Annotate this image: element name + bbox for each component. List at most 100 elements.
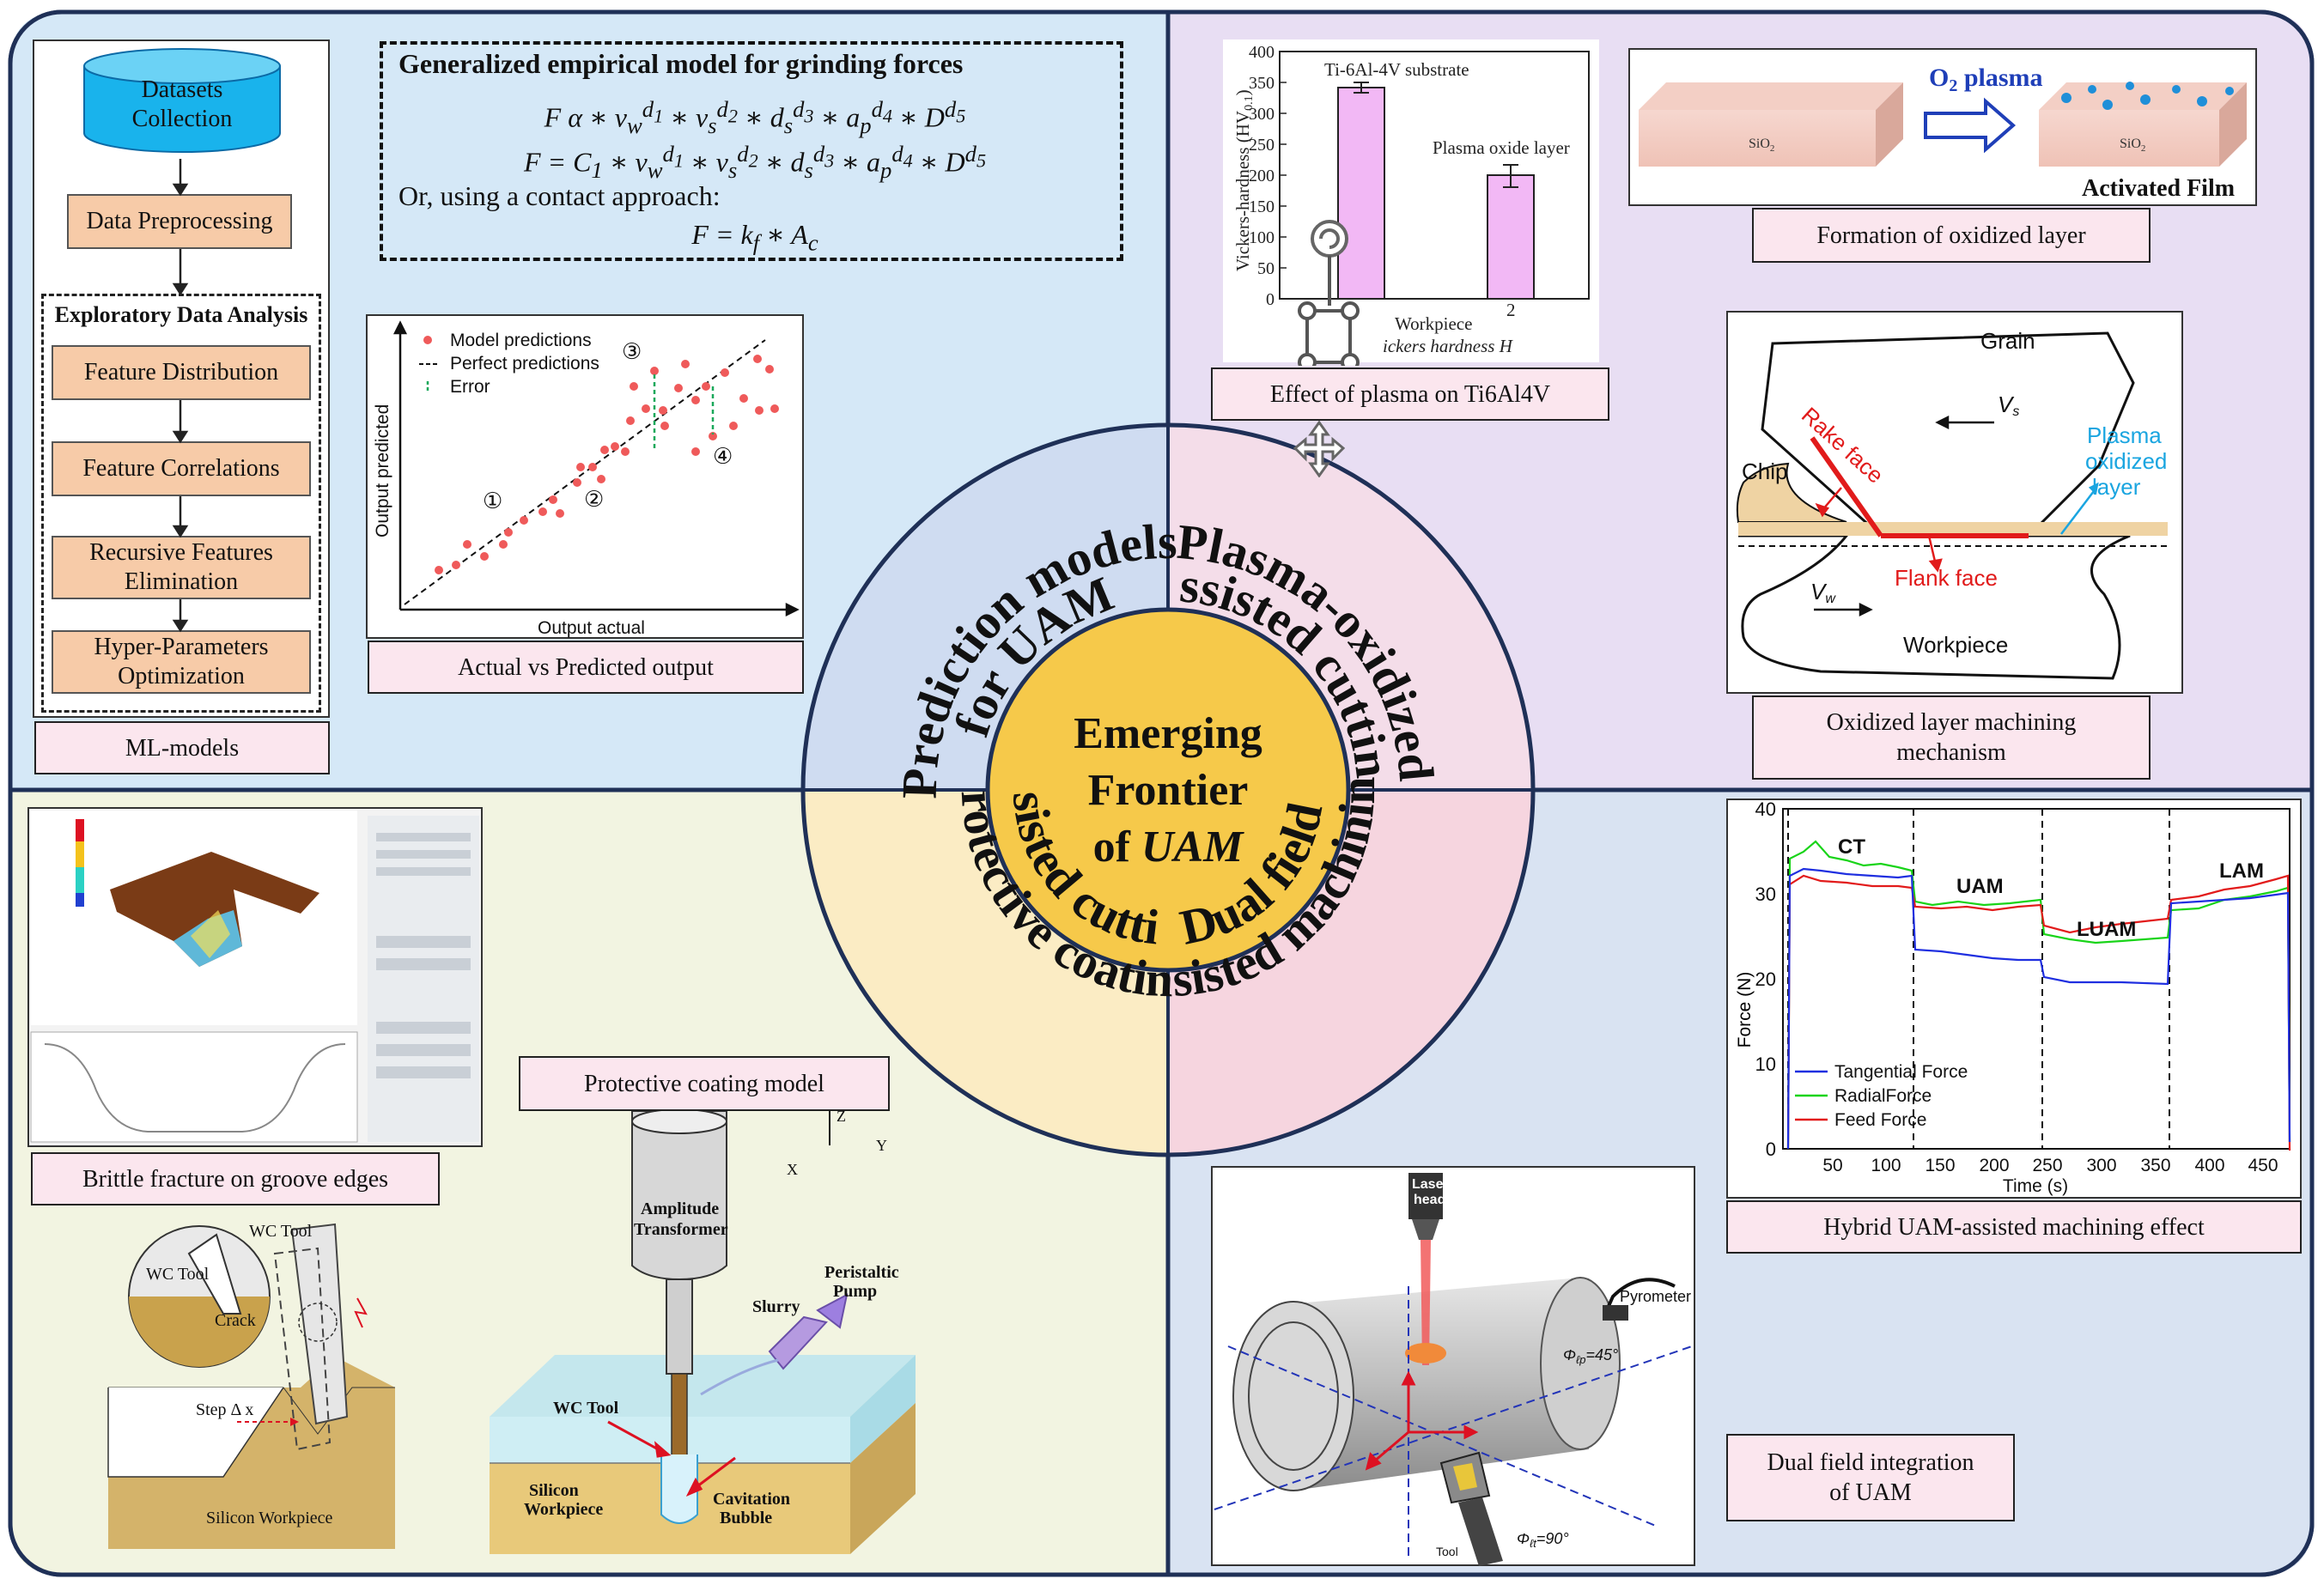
dual-field-diagram: Laser head Pyrometer Φℓp=45° Φℓt=90° Too… bbox=[1214, 1173, 1693, 1566]
avp-label: Actual vs Predicted output bbox=[368, 641, 804, 694]
coating-pump-2: Pump bbox=[833, 1282, 877, 1301]
rotate-handle-icon[interactable] bbox=[1311, 220, 1348, 258]
legend-tangential: Tangential Force bbox=[1834, 1062, 1968, 1082]
svg-text:30: 30 bbox=[1755, 884, 1776, 905]
svg-text:100: 100 bbox=[1249, 228, 1275, 247]
mech-plasma-2: oxidized bbox=[2085, 448, 2167, 474]
hardness-bar-substrate bbox=[1337, 87, 1385, 300]
tangential-force-line bbox=[1786, 867, 2291, 1150]
svg-text:40: 40 bbox=[1755, 799, 1776, 820]
hybrid-chart-panel bbox=[1726, 799, 2302, 1199]
svg-text:0: 0 bbox=[1766, 1139, 1776, 1160]
svg-text:10: 10 bbox=[1755, 1054, 1776, 1075]
svg-text:150: 150 bbox=[1249, 197, 1275, 216]
svg-text:350: 350 bbox=[2140, 1156, 2170, 1175]
svg-text:250: 250 bbox=[2032, 1156, 2062, 1175]
coating-silicon-1: Silicon bbox=[529, 1481, 579, 1500]
hardness-bar-oxide bbox=[1487, 174, 1535, 300]
avp-legend-predictions: Model predictions bbox=[450, 331, 592, 350]
avp-ylabel: Output predicted bbox=[373, 404, 392, 537]
svg-text:250: 250 bbox=[1249, 136, 1275, 155]
coating-bubble-2: Bubble bbox=[720, 1509, 772, 1527]
laser-label-2: head bbox=[1414, 1193, 1445, 1207]
feature-distribution-box: Feature Distribution bbox=[52, 345, 311, 400]
avp-plot-panel bbox=[366, 314, 804, 639]
hardness-chart: 400 350 300 250 200 150 100 50 0 Ti-6Al-… bbox=[1232, 43, 1590, 366]
coating-silicon-2: Workpiece bbox=[524, 1500, 603, 1519]
coating-slurry: Slurry bbox=[752, 1297, 800, 1316]
svg-text:100: 100 bbox=[1871, 1156, 1901, 1175]
hardness-chart-panel bbox=[1223, 39, 1599, 362]
oxidized-formation-diagram: O2 plasma SiO2 SiO2 Activated Film bbox=[1639, 64, 2247, 202]
hardness-ylabel: Vickers-hardness (HV0.1) bbox=[1232, 89, 1256, 271]
equations-box bbox=[380, 41, 1123, 261]
hardness-xlabel: Workpiece bbox=[1395, 313, 1472, 334]
laser-label-1: Laser bbox=[1412, 1177, 1449, 1192]
brittle-crack: Crack bbox=[215, 1311, 256, 1330]
datasets-cylinder-icon bbox=[83, 48, 281, 153]
radial-force-line bbox=[1786, 840, 2291, 1150]
eda-title: Exploratory Data Analysis bbox=[54, 302, 308, 327]
coating-axis-z: Z bbox=[837, 1111, 846, 1125]
equation-empirical: F = C1 ∗ vwd1 ∗ vsd2 ∗ dsd3 ∗ apd4 ∗ Dd5 bbox=[523, 141, 987, 184]
mech-grain: Grain bbox=[1980, 328, 2035, 354]
avp-legend-error: Error bbox=[450, 377, 490, 397]
data-preprocessing-box: Data Preprocessing bbox=[67, 194, 292, 249]
ml-flow-arrows bbox=[172, 159, 189, 633]
sio2-label-right: SiO2 bbox=[2120, 137, 2145, 154]
hybrid-xlabel: Time (s) bbox=[2003, 1176, 2068, 1196]
eda-dashed-box bbox=[41, 294, 321, 713]
feature-correlations-box: Feature Correlations bbox=[52, 441, 311, 496]
hybrid-label: Hybrid UAM-assisted machining effect bbox=[1726, 1200, 2302, 1254]
sio2-label-left: SiO2 bbox=[1749, 137, 1774, 154]
coating-model-diagram: Amplitude Transformer Slurry Peristaltic… bbox=[490, 1111, 916, 1554]
datasets-label: Datasets Collection bbox=[131, 76, 233, 132]
center-title: Emerging Frontier of UAM bbox=[996, 706, 1340, 876]
brittle-step: Step Δ x bbox=[196, 1400, 253, 1419]
hardness-label: Effect of plasma on Ti6Al4V bbox=[1211, 367, 1609, 421]
brittle-silicon: Silicon Workpiece bbox=[206, 1509, 333, 1527]
mech-vs: Vs bbox=[1998, 392, 2019, 419]
mech-plasma-1: Plasma bbox=[2087, 422, 2162, 448]
avp-marker-3: ③ bbox=[622, 339, 642, 365]
brittle-fracture-diagram: WC Tool WC Tool Crack Step Δ x Silicon W… bbox=[107, 1222, 395, 1549]
coating-bubble-1: Cavitation bbox=[713, 1490, 790, 1509]
phase-lam: LAM bbox=[2219, 859, 2264, 883]
phase-uam: UAM bbox=[1956, 875, 2004, 898]
avp-marker-1: ① bbox=[483, 489, 502, 514]
coating-amplitude-1: Amplitude bbox=[641, 1199, 719, 1218]
hardness-xtick: 2 bbox=[1506, 300, 1516, 320]
brittle-fracture-label: Brittle fracture on groove edges bbox=[31, 1152, 440, 1205]
legend-radial: RadialForce bbox=[1834, 1086, 1932, 1106]
svg-text:300: 300 bbox=[2086, 1156, 2116, 1175]
avp-plot: Model predictions Perfect predictions Er… bbox=[373, 320, 800, 638]
center-title-line2: Frontier bbox=[1087, 766, 1249, 815]
svg-text:0: 0 bbox=[1266, 290, 1275, 309]
equation-contact: F = kf ∗ Ac bbox=[691, 219, 818, 256]
move-handle-icon[interactable] bbox=[1293, 421, 1345, 477]
mech-vw: Vw bbox=[1810, 579, 1836, 606]
avp-marker-2: ② bbox=[584, 487, 604, 513]
coating-axis-y: Y bbox=[876, 1137, 887, 1154]
svg-text:50: 50 bbox=[1822, 1156, 1842, 1175]
mech-workpiece: Workpiece bbox=[1903, 632, 2008, 658]
selection-handles-icon[interactable] bbox=[1298, 256, 1360, 366]
svg-text:350: 350 bbox=[1249, 74, 1275, 93]
feed-force-line bbox=[1786, 874, 2291, 1151]
avp-marker-4: ④ bbox=[713, 444, 733, 470]
svg-text:50: 50 bbox=[1257, 259, 1275, 278]
equations-title: Generalized empirical model for grinding… bbox=[398, 48, 964, 79]
plasma-arrow-icon bbox=[1924, 97, 2017, 154]
svg-text:400: 400 bbox=[1249, 43, 1275, 62]
activated-film-label: Activated Film bbox=[2082, 175, 2235, 202]
pyrometer-label: Pyrometer bbox=[1620, 1288, 1691, 1305]
hardness-bar1-label: Ti-6Al-4V substrate bbox=[1324, 59, 1469, 80]
coating-model-label: Protective coating model bbox=[519, 1056, 890, 1111]
coating-amplitude-2: Transformer bbox=[634, 1220, 728, 1239]
profile-screenshot bbox=[30, 811, 479, 1143]
mechanism-diagram: Grain Vs Chip Rake face Flank face Plasm… bbox=[1736, 328, 2168, 680]
svg-text:300: 300 bbox=[1249, 105, 1275, 124]
